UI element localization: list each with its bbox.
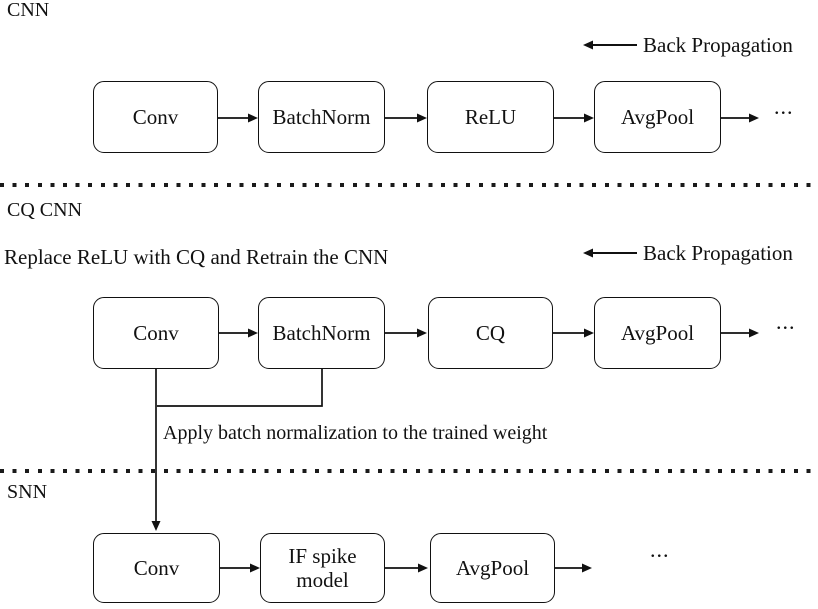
node-cnn-relu: ReLU — [427, 81, 554, 153]
node-cqcnn-cq: CQ — [428, 297, 553, 369]
batchnorm-weight-annotation: Apply batch normalization to the trained… — [163, 422, 548, 444]
ellipsis-cqcnn: ... — [776, 309, 796, 334]
node-snn-avgpool: AvgPool — [430, 533, 555, 603]
node-cqcnn-avgpool: AvgPool — [594, 297, 721, 369]
section-label-cq-cnn: CQ CNN — [7, 199, 83, 221]
separator-cqcnn-snn — [0, 469, 818, 473]
node-cnn-batchnorm: BatchNorm — [258, 81, 385, 153]
separator-cnn-cqcnn — [0, 183, 818, 187]
connector-batchnorm-elbow — [157, 369, 323, 407]
node-snn-ifspike: IF spike model — [260, 533, 385, 603]
node-cnn-avgpool: AvgPool — [594, 81, 721, 153]
section-label-snn: SNN — [7, 481, 48, 503]
ellipsis-cnn: ... — [774, 94, 794, 119]
ellipsis-snn: ... — [650, 537, 670, 562]
node-cqcnn-conv: Conv — [93, 297, 219, 369]
node-snn-conv: Conv — [93, 533, 220, 603]
cq-cnn-subtitle: Replace ReLU with CQ and Retrain the CNN — [4, 245, 389, 269]
node-cnn-conv: Conv — [93, 81, 218, 153]
back-propagation-label-cqcnn: Back Propagation — [643, 241, 793, 265]
back-propagation-label-cnn: Back Propagation — [643, 33, 793, 57]
section-label-cnn: CNN — [7, 0, 50, 21]
node-cqcnn-batchnorm: BatchNorm — [258, 297, 385, 369]
